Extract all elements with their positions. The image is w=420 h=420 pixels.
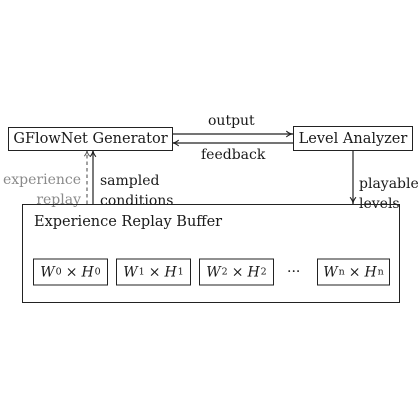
cell-0-width: W xyxy=(40,264,55,280)
gflownet-generator-node: GFlowNet Generator xyxy=(8,127,173,151)
sampled-conditions-label-line2: conditions xyxy=(100,193,174,209)
cell-2-height: H xyxy=(247,264,260,280)
cell-2-times: × xyxy=(231,264,244,280)
level-analyzer-node: Level Analyzer xyxy=(293,126,413,151)
level-analyzer-label: Level Analyzer xyxy=(298,130,408,147)
cell-0-times: × xyxy=(65,264,78,280)
buffer-ellipsis: ··· xyxy=(287,264,301,280)
cell-1-height: H xyxy=(164,264,177,280)
sampled-conditions-label-line1: sampled xyxy=(100,173,160,189)
playable-levels-label-line1: playable xyxy=(359,176,419,192)
cell-n-times: × xyxy=(348,264,361,280)
cell-n-width: W xyxy=(323,264,338,280)
gflownet-generator-label: GFlowNet Generator xyxy=(13,131,168,147)
feedback-label: feedback xyxy=(201,147,266,163)
output-label: output xyxy=(208,113,255,129)
cell-n-height: H xyxy=(364,264,377,280)
cell-2-width-index: 2 xyxy=(221,266,228,278)
cell-1-width-index: 1 xyxy=(138,266,145,278)
experience-replay-buffer-label: Experience Replay Buffer xyxy=(34,214,223,230)
cell-0-height: H xyxy=(81,264,94,280)
cell-1-width: W xyxy=(123,264,138,280)
cell-1-times: × xyxy=(148,264,161,280)
cell-2-height-index: 2 xyxy=(260,266,267,278)
cell-1-height-index: 1 xyxy=(177,266,184,278)
cell-2-width: W xyxy=(206,264,221,280)
experience-replay-label-line1: experience xyxy=(2,172,81,188)
cell-0-height-index: 0 xyxy=(94,266,101,278)
cell-n-height-index: n xyxy=(377,266,384,278)
cell-0-width-index: 0 xyxy=(55,266,62,278)
cell-n-width-index: n xyxy=(338,266,345,278)
